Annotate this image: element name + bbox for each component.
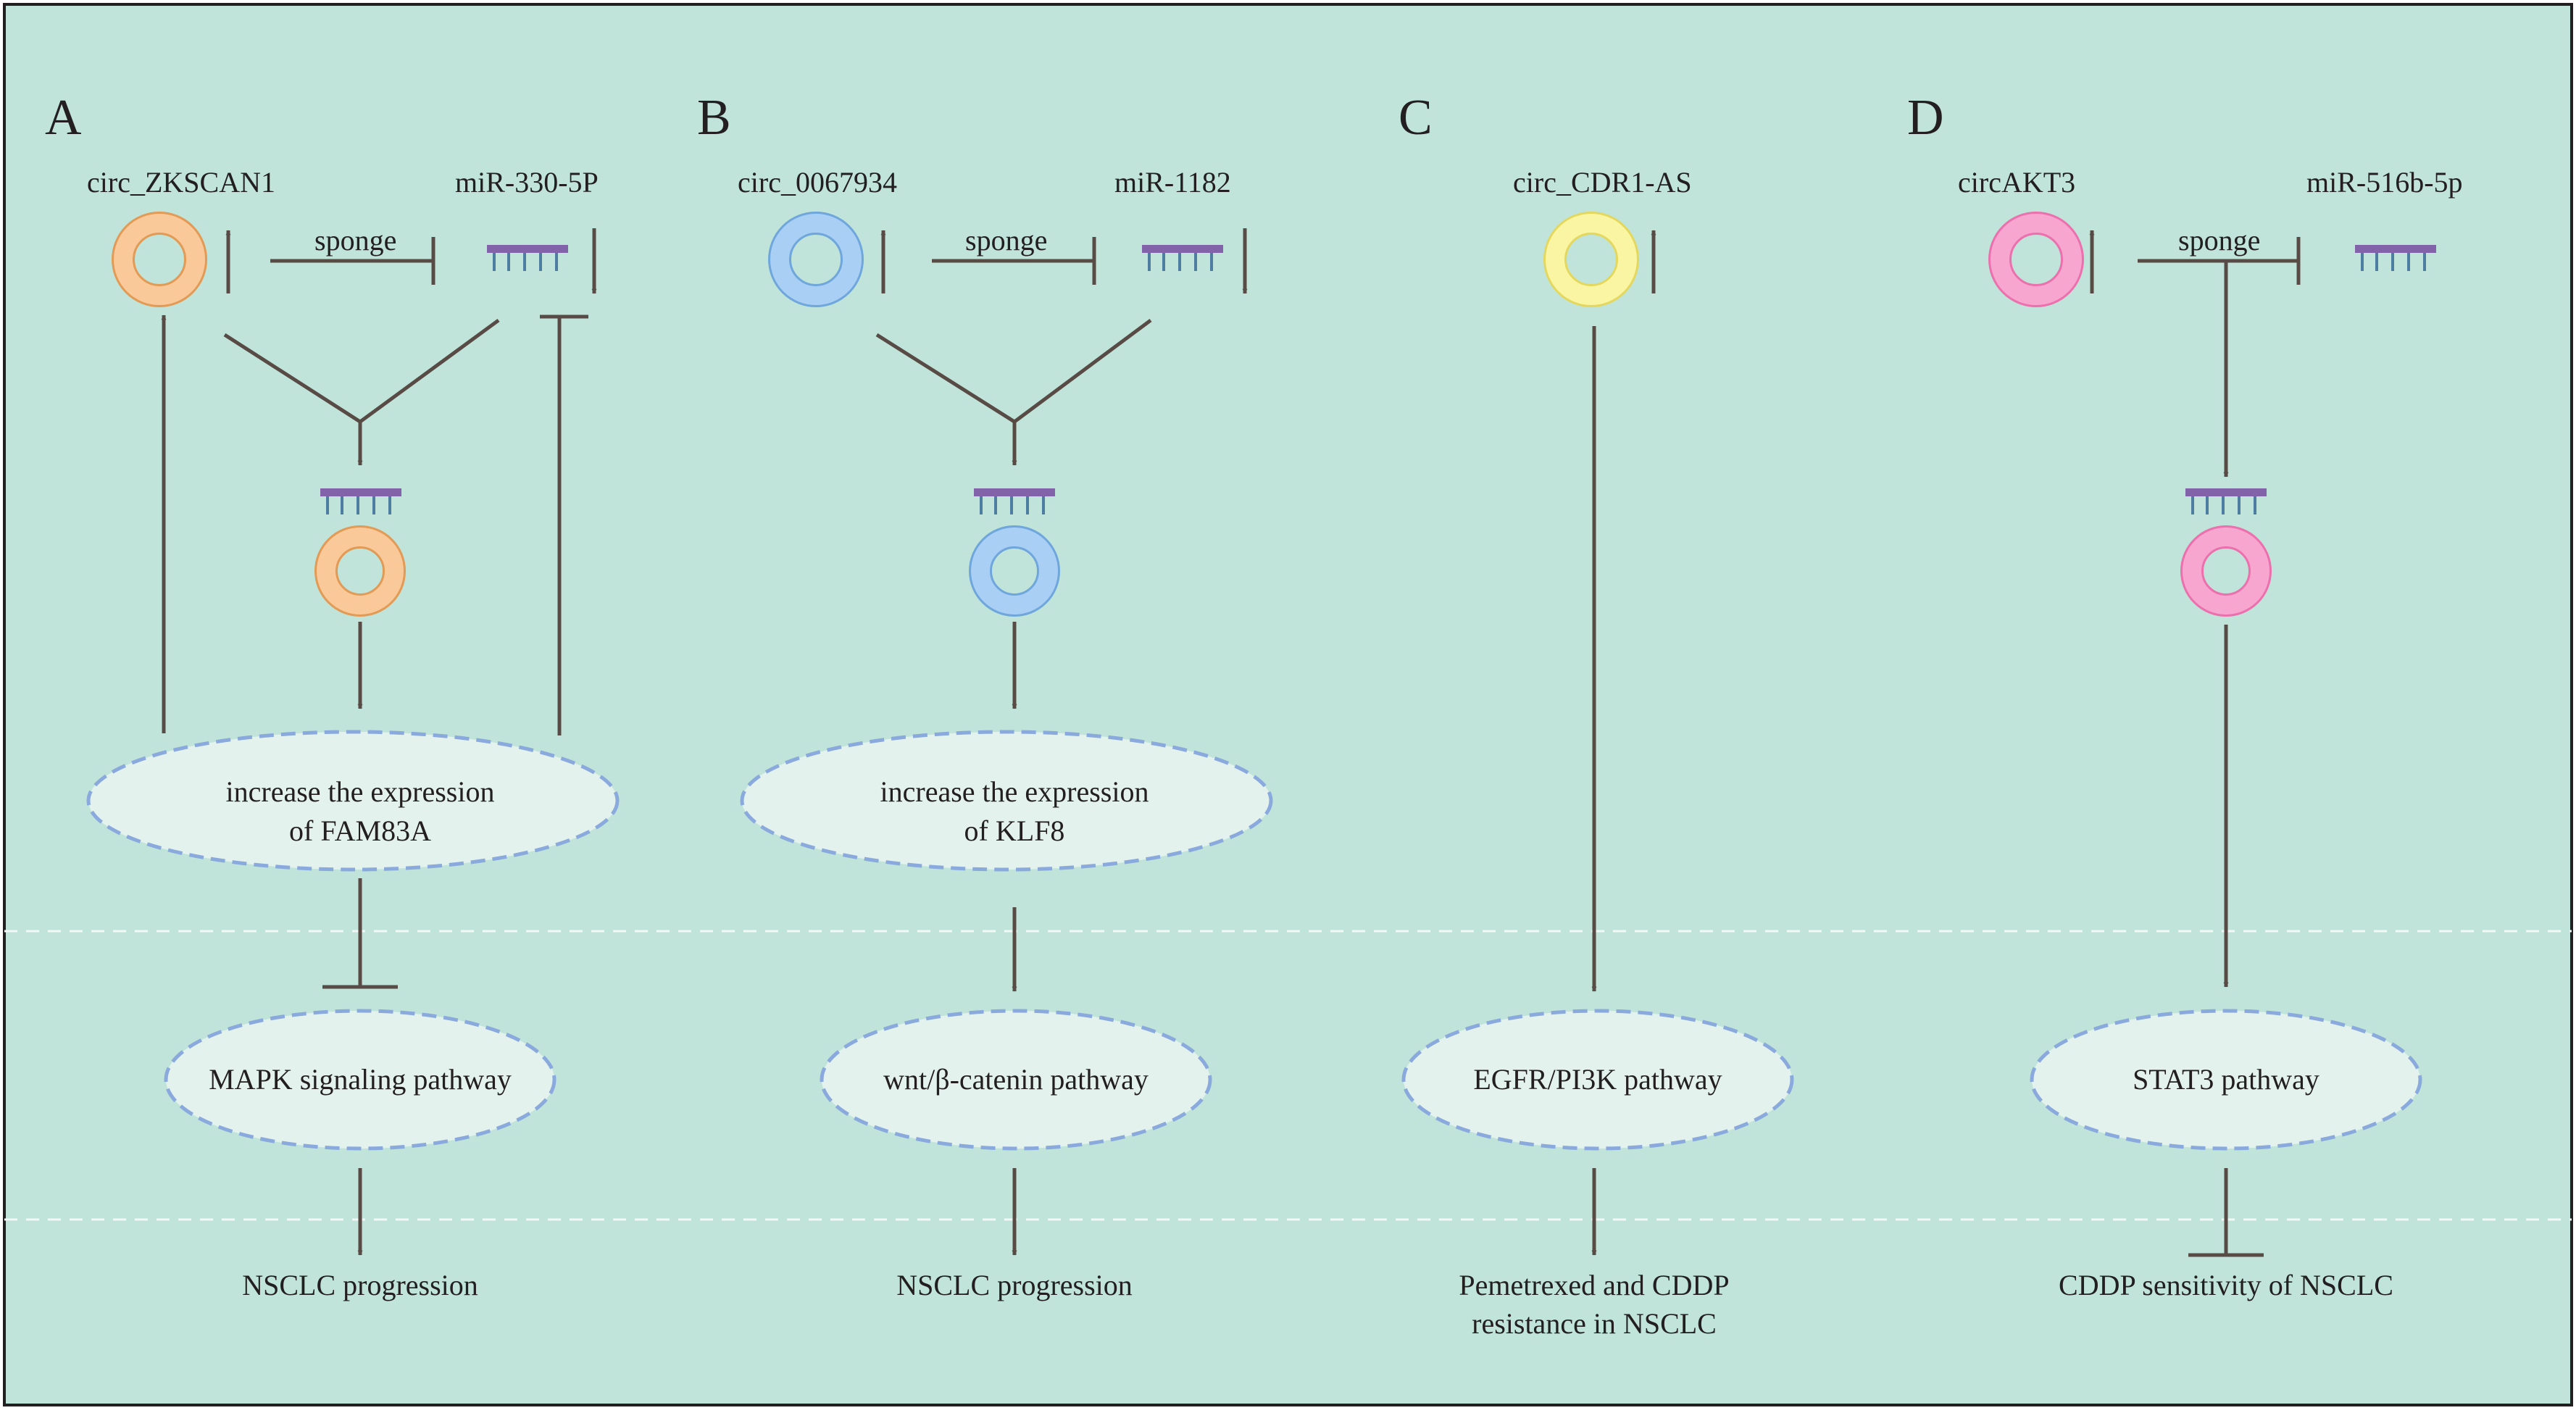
outcome-label-c-line1: Pemetrexed and CDDP — [1459, 1269, 1729, 1301]
circrna-label-c: circ_CDR1-AS — [1513, 166, 1692, 199]
mirna-label-a: miR-330-5P — [455, 166, 599, 199]
convergence-line — [223, 333, 362, 424]
mirna-icon — [320, 488, 401, 514]
circrna-label-d: circAKT3 — [1958, 166, 2075, 199]
circrna-icon — [314, 525, 406, 617]
target-ellipse-b — [740, 730, 1273, 872]
panel-d: D circAKT3 miR-516b-5p sponge STAT3 path… — [1907, 90, 2463, 1301]
pathway-ellipse-c — [1401, 1009, 1794, 1151]
target-ellipse-a — [86, 730, 620, 872]
target-label-b-line2: of KLF8 — [964, 814, 1065, 847]
pathway-label-d: STAT3 pathway — [2133, 1063, 2319, 1096]
target-label-a-line2: of FAM83A — [289, 814, 431, 847]
circrna-label-b: circ_0067934 — [738, 166, 897, 199]
pathway-label-a: MAPK signaling pathway — [209, 1063, 512, 1096]
outcome-label-a: NSCLC progression — [242, 1269, 478, 1301]
diagram-background — [3, 3, 2573, 1406]
panel-c: C circ_CDR1-AS EGFR/PI3K pathway Pemetre… — [1399, 90, 1794, 1340]
panel-a: A circ_ZKSCAN1 miR-330-5P sponge increas… — [45, 90, 620, 1301]
outcome-label-c-line2: resistance in NSCLC — [1472, 1307, 1717, 1340]
pathway-ellipse-a — [164, 1009, 557, 1151]
pathway-ellipse-b — [820, 1009, 1212, 1151]
mirna-icon — [974, 488, 1055, 514]
mirna-icon — [2355, 245, 2436, 271]
mirna-icon — [487, 245, 568, 271]
circrna-icon — [969, 525, 1060, 617]
circrna-icon — [1543, 212, 1639, 307]
panel-letter-a: A — [45, 90, 82, 146]
sponge-label-a: sponge — [314, 224, 396, 257]
outcome-label-b: NSCLC progression — [896, 1269, 1133, 1301]
mirna-label-d: miR-516b-5p — [2306, 166, 2463, 199]
mirna-icon — [2185, 488, 2267, 514]
panel-b: B circ_0067934 miR-1182 sponge increase … — [697, 90, 1273, 1301]
sponge-label-d: sponge — [2178, 224, 2260, 257]
pathway-ellipse-d — [2030, 1009, 2422, 1151]
pathway-label-c: EGFR/PI3K pathway — [1473, 1063, 1722, 1096]
panel-letter-d: D — [1907, 90, 1944, 146]
target-label-a-line1: increase the expression — [226, 775, 495, 808]
circrna-icon — [2180, 525, 2272, 617]
outcome-label-d: CDDP sensitivity of NSCLC — [2059, 1269, 2393, 1301]
sponge-label-b: sponge — [965, 224, 1047, 257]
circrna-label-a: circ_ZKSCAN1 — [87, 166, 275, 199]
target-label-b-line1: increase the expression — [880, 775, 1149, 808]
circrna-icon — [768, 212, 864, 307]
pathway-label-b: wnt/β-catenin pathway — [883, 1063, 1149, 1096]
convergence-line — [359, 318, 500, 424]
panel-letter-c: C — [1399, 90, 1433, 146]
circrna-icon — [1988, 212, 2084, 307]
mirna-icon — [1142, 245, 1223, 271]
circrna-icon — [112, 212, 207, 307]
connector-lines — [161, 228, 2301, 1257]
convergence-line — [875, 333, 1016, 424]
convergence-line — [1013, 318, 1152, 424]
panel-letter-b: B — [697, 90, 731, 146]
mirna-label-b: miR-1182 — [1114, 166, 1231, 199]
